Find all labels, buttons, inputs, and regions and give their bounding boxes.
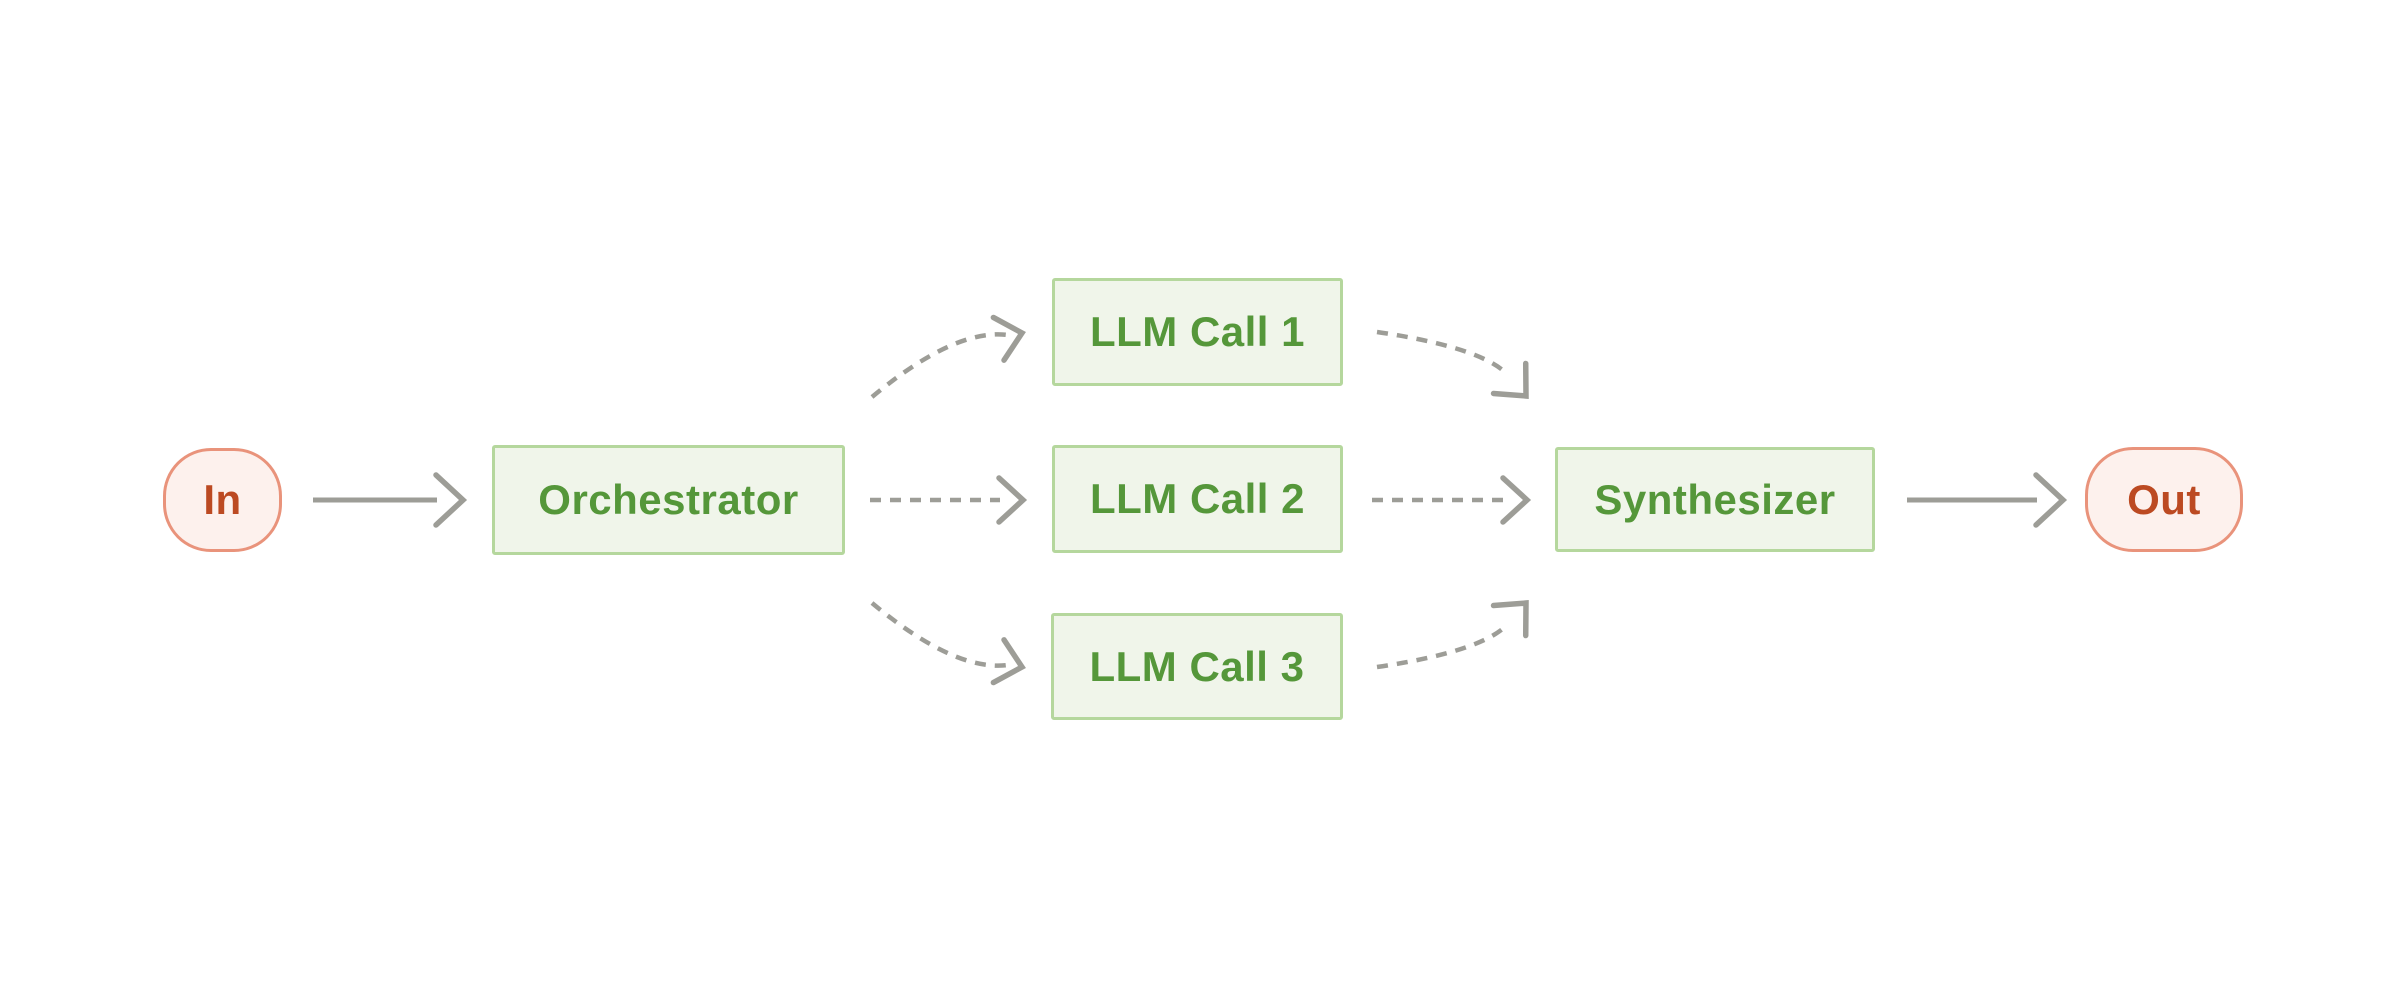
- arrow-llm-call-1-to-synthesizer: [1376, 329, 1529, 399]
- node-llm-call-2-label: LLM Call 2: [1089, 475, 1306, 522]
- node-llm-call-3-label: LLM Call 3: [1089, 642, 1305, 690]
- node-synthesizer: Synthesizer: [1555, 447, 1875, 552]
- node-llm-call-1-label: LLM Call 1: [1089, 308, 1306, 355]
- arrow-orchestrator-to-llm-call-2: [870, 475, 1028, 525]
- node-out: Out: [2085, 447, 2243, 552]
- node-in-label: In: [203, 476, 242, 523]
- node-in: In: [163, 448, 282, 552]
- node-llm-call-3: LLM Call 3: [1051, 613, 1343, 720]
- node-llm-call-1: LLM Call 1: [1052, 278, 1343, 386]
- arrow-synthesizer-to-out: [1907, 472, 2068, 528]
- arrow-orchestrator-to-llm-call-3: [870, 601, 1026, 686]
- arrow-llm-call-3-to-synthesizer: [1376, 600, 1529, 670]
- arrow-orchestrator-to-llm-call-1: [870, 314, 1026, 399]
- arrow-llm-call-2-to-synthesizer: [1372, 475, 1532, 525]
- node-out-label: Out: [2127, 475, 2201, 523]
- node-orchestrator: Orchestrator: [492, 445, 845, 555]
- node-orchestrator-label: Orchestrator: [538, 476, 799, 523]
- node-synthesizer-label: Synthesizer: [1594, 475, 1836, 523]
- arrow-in-to-orchestrator: [313, 472, 468, 528]
- node-llm-call-2: LLM Call 2: [1052, 445, 1343, 553]
